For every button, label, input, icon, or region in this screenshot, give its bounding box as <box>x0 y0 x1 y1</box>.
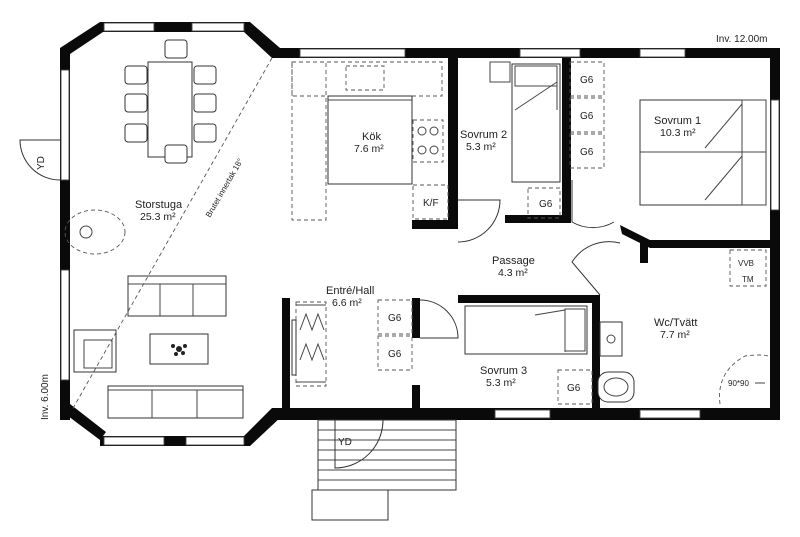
sofa <box>107 385 244 419</box>
door-label-entry: YD <box>338 437 352 448</box>
kitchen-room <box>291 61 449 221</box>
chair <box>193 93 217 113</box>
wc-area: 7.7 m² <box>660 329 690 341</box>
wardrobe-label: G6 <box>539 199 553 210</box>
wc-name: Wc/Tvätt <box>654 317 697 329</box>
armchair <box>73 329 117 373</box>
exterior-door-left <box>19 139 61 181</box>
entre-area: 6.6 m² <box>332 297 362 309</box>
chair <box>164 39 188 59</box>
bed <box>464 305 588 355</box>
sovrum3-name: Sovrum 3 <box>480 365 527 377</box>
passage-room <box>571 241 621 296</box>
passage-name: Passage <box>492 255 535 267</box>
sovrum2-area: 5.3 m² <box>466 141 496 153</box>
sovrum3-room <box>464 305 593 405</box>
kok-area: 7.6 m² <box>354 143 384 155</box>
storstuga-area: 25.3 m² <box>140 211 176 223</box>
entre-room <box>291 299 459 387</box>
wardrobe-label: G6 <box>388 349 402 360</box>
chair <box>193 65 217 85</box>
chair <box>124 123 148 143</box>
width-dimension: Inv. 12.00m <box>716 34 768 45</box>
wardrobe-label: G6 <box>580 75 594 86</box>
wc-room <box>597 249 769 405</box>
water-heater-label: VVB <box>738 259 754 268</box>
sovrum1-name: Sovrum 1 <box>654 115 701 127</box>
storstuga-name: Storstuga <box>135 199 183 211</box>
fridge-label: K/F <box>423 198 439 209</box>
bed <box>511 63 561 183</box>
wardrobe-label: G6 <box>580 147 594 158</box>
passage-area: 4.3 m² <box>498 267 528 279</box>
chair <box>193 123 217 143</box>
roof-note: Brutet innertak 18° <box>204 157 245 219</box>
depth-dimension: Inv. 6.00m <box>40 374 51 420</box>
chair <box>124 93 148 113</box>
sovrum1-room <box>569 61 767 229</box>
entrance-steps <box>311 419 457 521</box>
chair <box>124 65 148 85</box>
entre-name: Entré/Hall <box>326 285 374 297</box>
dining-table <box>147 61 193 158</box>
interior-walls <box>282 58 770 408</box>
wardrobe-label: G6 <box>567 383 581 394</box>
sofa <box>127 275 227 317</box>
dryer-label: TM <box>742 275 754 284</box>
sovrum2-name: Sovrum 2 <box>460 129 507 141</box>
wardrobe-label: G6 <box>580 111 594 122</box>
windows <box>60 22 780 446</box>
sovrum3-area: 5.3 m² <box>486 377 516 389</box>
plant-icon <box>171 344 187 356</box>
sovrum2-room <box>457 61 561 243</box>
sovrum1-area: 10.3 m² <box>660 127 696 139</box>
door-label-left: YD <box>36 156 47 170</box>
shower-label: 90*90 <box>728 379 749 388</box>
kok-name: Kök <box>362 131 381 143</box>
storstuga-room <box>64 39 273 419</box>
wardrobe-label: G6 <box>388 313 402 324</box>
chair <box>164 144 188 164</box>
